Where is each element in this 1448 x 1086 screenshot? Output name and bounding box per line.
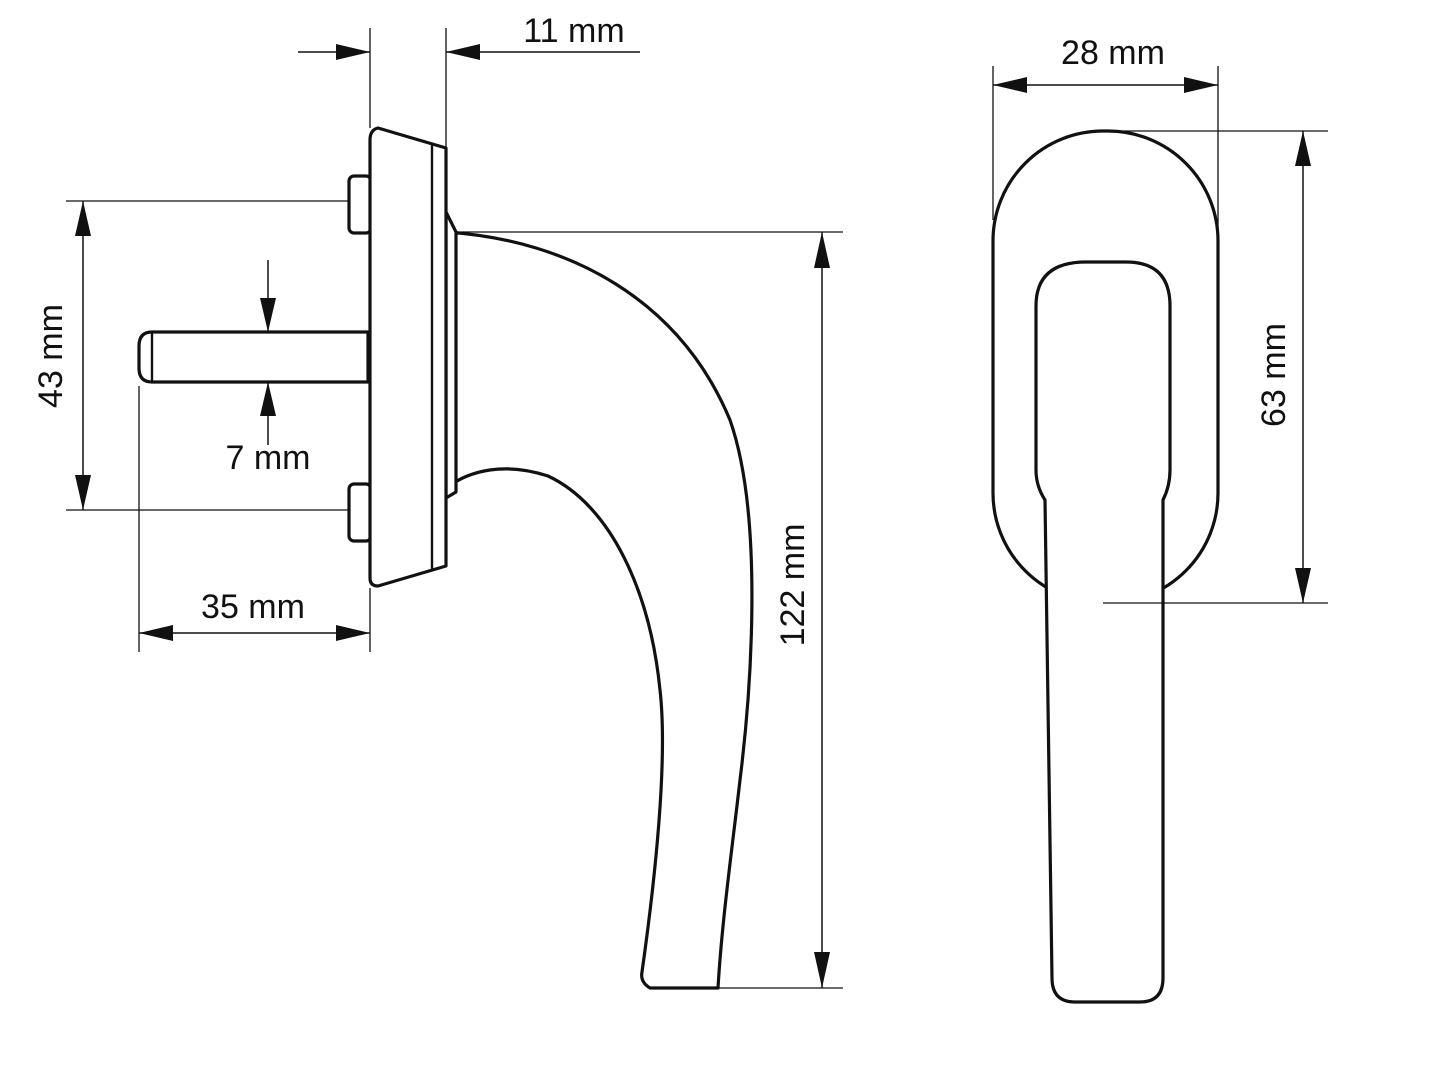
- front-view: [991, 129, 1220, 1004]
- upper-screw-boss: [347, 174, 373, 235]
- side-view: [137, 126, 754, 990]
- screw-spacing-label: 43 mm: [32, 304, 70, 408]
- handle-lever: [444, 230, 754, 990]
- dimension-rosette-width: 28 mm: [992, 34, 1219, 230]
- spindle: [137, 330, 370, 384]
- rosette-depth-label: 11 mm: [523, 12, 624, 50]
- dimension-spindle-diameter: 7 mm: [226, 260, 311, 477]
- handle-length-label: 122 mm: [774, 524, 812, 647]
- handle-front: [1034, 260, 1172, 1004]
- dimension-annotations: 11 mm 43 mm 7 mm 35 mm: [32, 12, 1328, 989]
- dimension-rosette-height: 63 mm: [1103, 130, 1328, 604]
- spindle-diameter-label: 7 mm: [226, 439, 311, 477]
- dimension-screw-spacing: 43 mm: [32, 200, 349, 511]
- spindle-length-label: 35 mm: [201, 588, 305, 626]
- rosette-side-profile: [368, 126, 448, 588]
- dimension-rosette-depth: 11 mm: [298, 12, 640, 148]
- lower-screw-boss: [347, 482, 373, 543]
- dimension-handle-length: 122 mm: [456, 231, 843, 989]
- rosette-height-label: 63 mm: [1255, 323, 1293, 427]
- dimension-spindle-length: 35 mm: [138, 386, 371, 652]
- rosette-width-label: 28 mm: [1061, 34, 1165, 72]
